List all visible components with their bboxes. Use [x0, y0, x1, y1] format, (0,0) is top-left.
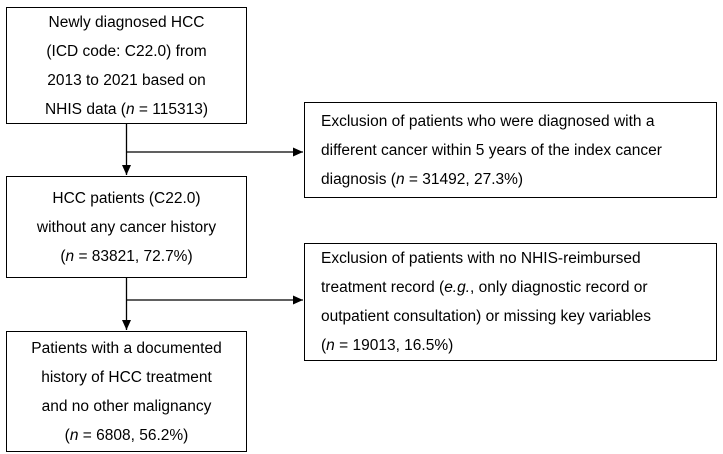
- text-segment: different cancer within 5 years of the i…: [321, 141, 662, 159]
- box-line: HCC patients (C22.0): [52, 184, 200, 213]
- box-line: Exclusion of patients with no NHIS-reimb…: [321, 244, 641, 273]
- text-segment-italic-n: n: [125, 100, 135, 118]
- box-line: diagnosis (n = 31492, 27.3%): [321, 165, 523, 194]
- text-segment-italic-n: n: [69, 426, 79, 444]
- box-line: 2013 to 2021 based on: [47, 66, 206, 95]
- text-segment: = 31492, 27.3%): [404, 170, 524, 188]
- text-segment: outpatient consultation) or missing key …: [321, 308, 651, 325]
- box-line: Newly diagnosed HCC: [49, 8, 205, 37]
- box-exclusion-2: Exclusion of patients with no NHIS-reimb…: [304, 243, 717, 361]
- text-segment: 2013 to 2021 based on: [47, 71, 206, 89]
- text-segment-italic-n: n: [326, 337, 335, 354]
- text-segment: (: [321, 337, 327, 354]
- text-segment: treatment record (: [321, 279, 445, 296]
- text-segment: diagnosis (: [321, 170, 396, 188]
- text-segment: , only diagnostic record or: [470, 279, 648, 296]
- text-segment: (: [64, 426, 70, 444]
- box-line: Exclusion of patients who were diagnosed…: [321, 107, 654, 136]
- text-segment: = 115313): [134, 100, 208, 118]
- box-cohort-no-history: HCC patients (C22.0) without any cancer …: [6, 176, 247, 278]
- box-line: (n = 19013, 16.5%): [321, 331, 453, 360]
- box-line: outpatient consultation) or missing key …: [321, 302, 651, 331]
- text-segment: and no other malignancy: [41, 397, 212, 415]
- text-segment: HCC patients (C22.0): [52, 189, 201, 207]
- text-segment: Exclusion of patients with no NHIS-reimb…: [321, 250, 641, 267]
- text-segment: (: [60, 247, 66, 265]
- text-segment-italic-n: n: [395, 170, 405, 188]
- box-line: history of HCC treatment: [41, 363, 212, 392]
- box-line: (n = 6808, 56.2%): [65, 421, 189, 450]
- box-line: without any cancer history: [37, 213, 216, 242]
- text-segment: (ICD code: C22.0) from: [46, 42, 207, 60]
- box-line: (n = 83821, 72.7%): [60, 242, 192, 271]
- box-exclusion-1: Exclusion of patients who were diagnosed…: [304, 102, 717, 198]
- box-line: different cancer within 5 years of the i…: [321, 136, 662, 165]
- text-segment: history of HCC treatment: [41, 368, 212, 386]
- text-segment: = 19013, 16.5%): [334, 337, 454, 354]
- text-segment: Patients with a documented: [31, 339, 222, 357]
- box-line: (ICD code: C22.0) from: [46, 37, 206, 66]
- box-line: treatment record (e.g., only diagnostic …: [321, 273, 648, 302]
- box-cohort-final: Patients with a documented history of HC…: [6, 331, 247, 452]
- box-line: NHIS data (n = 115313): [45, 95, 208, 124]
- text-segment: Exclusion of patients who were diagnosed…: [321, 112, 655, 130]
- text-segment: = 6808, 56.2%): [78, 426, 189, 444]
- text-segment: NHIS data (: [44, 100, 126, 118]
- text-segment: Newly diagnosed HCC: [48, 13, 205, 31]
- text-segment-italic-n: n: [65, 247, 75, 265]
- text-segment: = 83821, 72.7%): [74, 247, 193, 265]
- box-line: Patients with a documented: [31, 334, 221, 363]
- text-segment-italic-eg: e.g.: [444, 279, 471, 296]
- box-line: and no other malignancy: [42, 392, 212, 421]
- box-cohort-initial: Newly diagnosed HCC (ICD code: C22.0) fr…: [6, 7, 247, 124]
- text-segment: without any cancer history: [36, 218, 217, 236]
